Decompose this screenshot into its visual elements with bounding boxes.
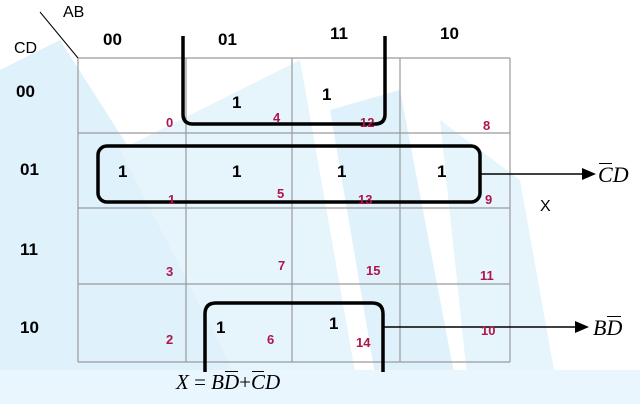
cell-index: 5: [277, 186, 285, 201]
cell-index: 11: [480, 268, 494, 283]
row-header-01: 01: [20, 160, 39, 179]
cell-value: 1: [437, 162, 447, 181]
cell-value: 1: [118, 162, 128, 181]
cell-index: 2: [166, 332, 174, 347]
group-row-01: [96, 144, 482, 204]
boolean-equation: X = BD+CD: [176, 370, 281, 394]
header-diagonal: [39, 11, 79, 59]
cell-index: 6: [267, 332, 275, 347]
kmap-grid: [77, 57, 511, 363]
column-variable-label: AB: [63, 4, 85, 21]
cell-index: 0: [166, 115, 174, 130]
cell-index: 14: [356, 335, 371, 350]
cell-value: 1: [232, 162, 242, 181]
cell-value: 1: [232, 93, 242, 112]
cell-index: 10: [481, 323, 496, 338]
group-top-loop: [181, 36, 387, 126]
group-bottom-loop: [203, 301, 385, 372]
row-header-10: 10: [20, 318, 39, 337]
arrow-cd: [480, 168, 596, 180]
row-variable-label: CD: [14, 40, 38, 57]
output-x-label: X: [540, 198, 551, 215]
term-b-d-bar: BD: [593, 315, 623, 340]
column-header-01: 01: [218, 30, 237, 49]
cell-index: 7: [278, 258, 286, 273]
cell-index: 15: [366, 263, 381, 278]
cell-index: 13: [358, 192, 373, 207]
column-header-11: 11: [330, 24, 348, 43]
arrow-bd: [384, 321, 589, 333]
term-c-bar-d: CD: [598, 162, 629, 187]
cell-value: 1: [216, 318, 226, 337]
cell-value: 1: [329, 314, 339, 333]
row-header-11: 11: [20, 240, 38, 259]
cell-value: 1: [337, 162, 347, 181]
cell-index: 1: [168, 192, 176, 207]
cell-index: 8: [483, 118, 491, 133]
column-header-00: 00: [103, 30, 122, 49]
cell-index: 3: [166, 264, 174, 279]
column-header-10: 10: [440, 24, 459, 43]
cell-index: 9: [485, 192, 493, 207]
cell-index: 4: [273, 110, 281, 125]
cell-value: 1: [322, 85, 332, 104]
cell-index: 12: [360, 115, 375, 130]
row-header-00: 00: [16, 82, 35, 101]
